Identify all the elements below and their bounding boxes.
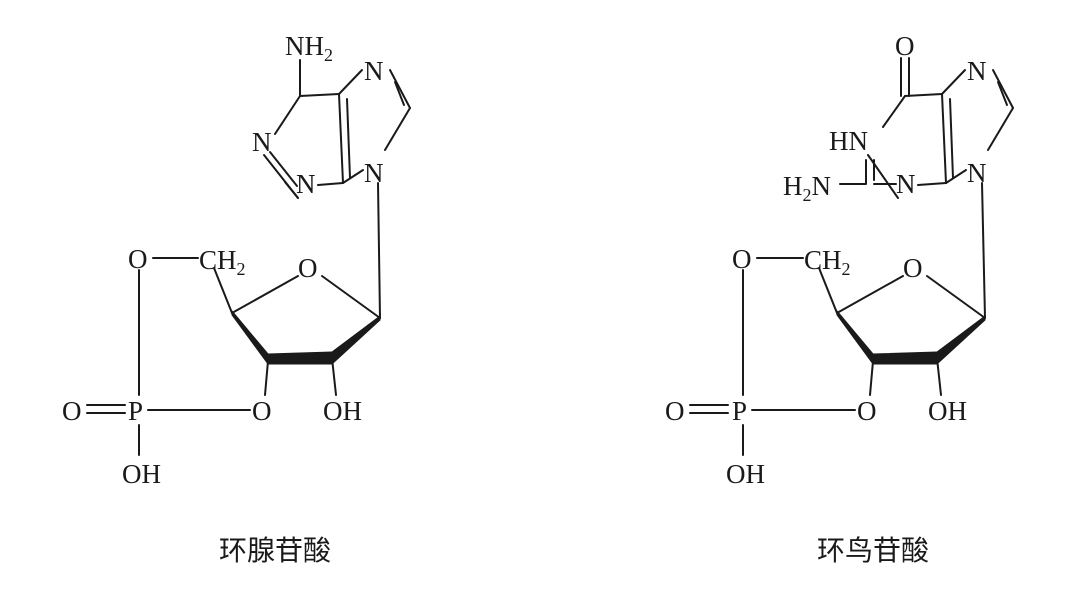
- camp-atom-labels: NH2 N N N N O CH2 O P O OH O OH: [62, 31, 384, 489]
- camp-o5: O: [128, 244, 148, 274]
- structure-cgmp: O HN N N N H2N O CH2 O P O OH O OH 环鸟苷酸: [665, 31, 1014, 567]
- camp-wedge-right: [331, 315, 381, 365]
- cgmp-wedge-left: [836, 310, 874, 365]
- cgmp-hn1: HN: [829, 126, 868, 156]
- camp-o3: O: [252, 396, 272, 426]
- cgmp-atom-labels: O HN N N N H2N O CH2 O P O OH O OH: [665, 31, 987, 489]
- camp-caption: 环腺苷酸: [219, 534, 331, 567]
- cgmp-p-o-double: O: [665, 396, 685, 426]
- cgmp-ring-o: O: [903, 253, 923, 283]
- cgmp-h2n-label: H2N: [783, 171, 831, 205]
- camp-p: P: [128, 396, 143, 426]
- cgmp-p: P: [732, 396, 747, 426]
- cgmp-p-oh: OH: [726, 459, 765, 489]
- cgmp-wedge-bottom: [872, 351, 938, 365]
- camp-n3: N: [296, 169, 316, 199]
- structure-camp: NH2 N N N N O CH2 O P O OH O OH 环腺苷酸: [62, 31, 411, 567]
- camp-n7: N: [364, 56, 384, 86]
- camp-nh2-label: NH2: [285, 31, 333, 65]
- camp-bonds: [86, 59, 411, 456]
- cgmp-bonds: [689, 57, 1014, 456]
- camp-wedge-left: [231, 310, 269, 365]
- camp-ring-o: O: [298, 253, 318, 283]
- camp-p-oh: OH: [122, 459, 161, 489]
- cgmp-o5: O: [732, 244, 752, 274]
- camp-n9: N: [364, 158, 384, 188]
- cgmp-n3: N: [896, 169, 916, 199]
- camp-oh2: OH: [323, 396, 362, 426]
- camp-wedge-bottom: [267, 351, 333, 365]
- camp-ch2-label: CH2: [199, 245, 246, 279]
- camp-p-o-double: O: [62, 396, 82, 426]
- cgmp-o6: O: [895, 31, 915, 61]
- cgmp-n7: N: [967, 56, 987, 86]
- cgmp-caption: 环鸟苷酸: [817, 534, 929, 567]
- cgmp-o3: O: [857, 396, 877, 426]
- cgmp-wedge-right: [936, 315, 986, 365]
- camp-n1: N: [252, 127, 272, 157]
- cgmp-ch2-label: CH2: [804, 245, 851, 279]
- cgmp-n9: N: [967, 158, 987, 188]
- cgmp-oh2: OH: [928, 396, 967, 426]
